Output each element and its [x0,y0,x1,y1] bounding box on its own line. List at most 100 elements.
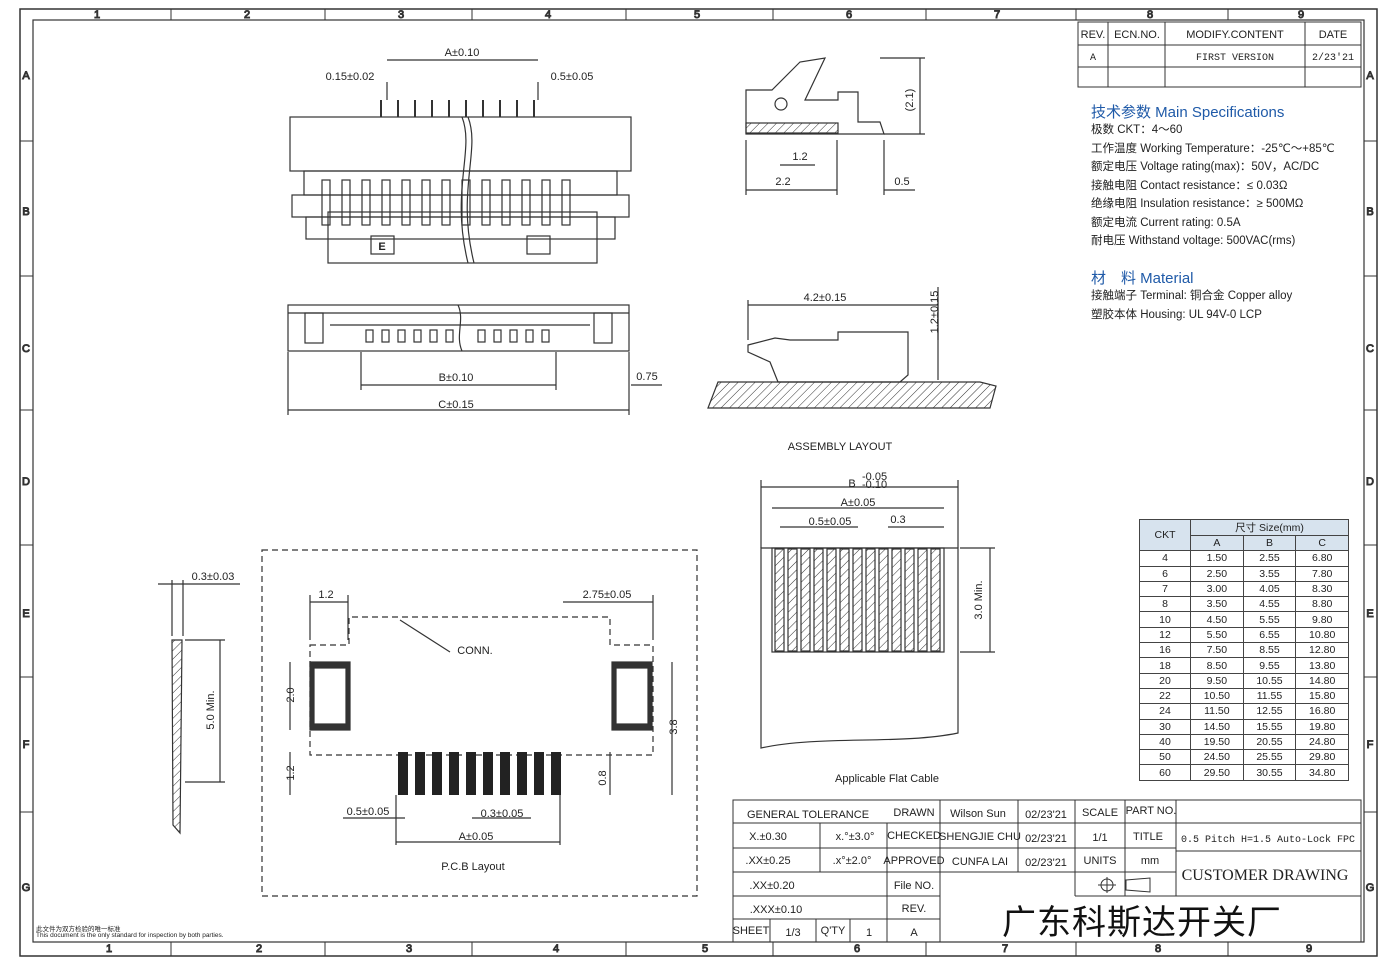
pcb-05: 0.5±0.05 [347,806,390,818]
pcb-03: 0.3±0.05 [481,808,524,820]
main-specs-title: 技术参数 Main Specifications [1091,104,1285,121]
size-cell: 13.80 [1295,657,1349,674]
spec-line: 耐电压 Withstand voltage: 500VAC(rms) [1091,235,1296,247]
zone-col-top: 3 [398,9,404,21]
size-cell: 16 [1139,642,1191,659]
zone-row-left: C [22,343,30,355]
zone-row-left: A [22,70,30,82]
size-cell: 12.55 [1242,703,1297,720]
zone-col-bottom: 6 [854,943,860,955]
pcb-275: 2.75±0.05 [583,589,632,601]
tb-drawn-date: 02/23'21 [1025,809,1067,821]
tb-customer-drawing: CUSTOMER DRAWING [1182,867,1349,884]
dim-side-05: 0.5 [894,176,909,188]
zone-col-top: 2 [244,9,250,21]
zone-col-bottom: 3 [406,943,412,955]
tb-scale: SCALE [1082,807,1118,819]
spec-line: 工作温度 Working Temperature：-25℃～+85℃ [1091,142,1335,155]
size-cell: 29.80 [1295,749,1349,766]
spec-line: 接触电阻 Contact resistance：≤ 0.03Ω [1091,179,1288,192]
size-cell: 40 [1139,733,1191,751]
dim-a-top: A±0.10 [445,47,480,59]
dim-side-21: (2.1) [904,89,916,112]
size-cell: 8 [1139,596,1191,613]
cable-a: A±0.05 [841,497,876,509]
tb-rev: REV. [902,903,927,915]
rev-header: REV. [1081,29,1106,41]
size-cell: 1.50 [1190,550,1244,567]
footnote-en: This document is the only standard for i… [36,932,224,939]
ecn-header: ECN.NO. [1114,29,1160,41]
size-cell: 14.80 [1295,672,1349,689]
zone-col-top: 4 [545,9,551,21]
front-view-pins [365,329,550,343]
modify-value: FIRST VERSION [1196,53,1274,64]
size-cell: 20 [1139,672,1191,689]
size-cell: 24.50 [1190,749,1244,766]
size-header: 尺寸 Size(mm) [1190,519,1349,536]
size-cell: 19.80 [1295,718,1349,735]
size-cell: 10.80 [1295,626,1349,644]
tb-qty: Q'TY [821,925,846,937]
size-cell: 5.50 [1190,626,1244,644]
tb-drawn: DRAWN [893,807,934,819]
ckt-header: CKT [1139,518,1191,552]
tb-units-value: mm [1141,855,1159,867]
pcb-layout-label: P.C.B Layout [441,861,504,873]
zone-row-right: G [1366,882,1375,894]
size-cell: 3.55 [1242,565,1297,582]
zone-row-right: C [1366,343,1374,355]
col-c-header: C [1295,534,1349,552]
dim-b: B±0.10 [439,372,474,384]
size-cell: 2.50 [1190,565,1244,582]
zone-col-top: 8 [1147,9,1153,21]
date-value: 2/23'21 [1312,52,1354,64]
flat-cable-view [760,480,995,749]
size-cell: 11.50 [1190,703,1244,720]
cable-05: 0.5±0.05 [809,516,852,528]
tb-approved-date: 02/23'21 [1025,857,1067,869]
tb-title-label: TITLE [1133,831,1163,843]
tb-file-no: File NO. [894,880,934,892]
size-cell: 6.80 [1295,550,1349,567]
pcb-layout-view [261,549,698,897]
size-cell: 5.55 [1242,611,1297,628]
tb-checked: CHECKED [887,830,941,842]
cable-30: 3.0 Min. [973,580,985,619]
zone-col-bottom: 4 [553,943,559,955]
revision-table: REV. ECN.NO. MODIFY.CONTENT DATE A FIRST… [1077,21,1362,88]
zone-row-left: G [22,882,31,894]
size-cell: 24 [1139,703,1191,720]
zone-col-bottom: 5 [702,943,708,955]
size-cell: 7 [1139,580,1191,598]
pcb-a: A±0.05 [459,831,494,843]
dim-asm-42: 4.2±0.15 [804,292,847,304]
zone-row-right: A [1366,70,1374,82]
zone-row-right: D [1366,476,1374,488]
size-cell: 4.05 [1242,580,1297,598]
size-cell: 6.55 [1242,626,1297,644]
size-cell: 4 [1139,550,1191,567]
size-cell: 15.80 [1295,687,1349,705]
zone-col-top: 5 [694,9,700,21]
size-cell: 4.55 [1242,596,1297,613]
tb-tol-xxx: .XXX±0.10 [750,904,803,916]
tb-checked-date: 02/23'21 [1025,833,1067,845]
tb-tol-x: X.±0.30 [749,831,787,843]
tb-qty-value: 1 [866,927,872,939]
cable-03: 0.3 [890,514,905,526]
company-name: 广东科斯达开关厂 [1002,905,1282,942]
material-line: 塑胶本体 Housing: UL 94V-0 LCP [1091,308,1262,321]
material-title: 材 料 Material [1091,270,1194,287]
tb-approved-name: CUNFA LAI [952,856,1008,868]
svg-text:E: E [378,241,385,253]
